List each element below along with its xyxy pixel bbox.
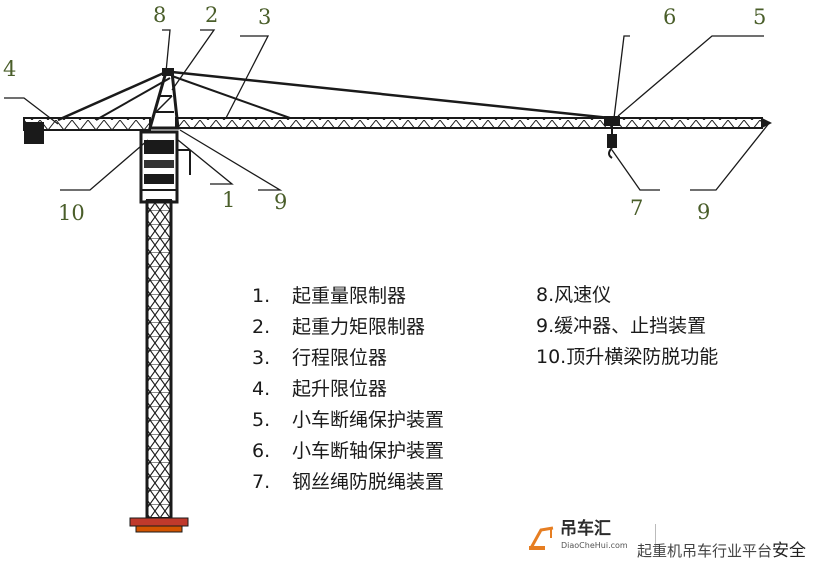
legend-item-number: 1.	[252, 285, 271, 307]
watermark-tagline: 起重机吊车行业平台安全	[637, 536, 806, 561]
mast	[145, 199, 173, 519]
watermark-divider	[655, 524, 656, 552]
legend-item: 10.顶升横梁防脱功能	[536, 342, 718, 373]
callout-number-2-top: 2	[205, 3, 219, 27]
legend-item-label: 起重量限制器	[292, 285, 407, 307]
callout-number-6-top: 6	[663, 5, 677, 29]
watermark-url: DiaoCheHui.com	[561, 541, 628, 550]
callout-number-3-top: 3	[258, 5, 272, 29]
legend-left-column: 1. 起重量限制器 2. 起重力矩限制器 3. 行程限位器 4. 起升限位器 5. 小车断…	[252, 281, 444, 498]
legend-item: 3. 行程限位器	[252, 343, 444, 374]
callout-number-7-bottom: 7	[630, 196, 644, 220]
legend-item-label: 行程限位器	[292, 347, 388, 369]
climbing-frame	[139, 130, 191, 204]
legend-item-number: 3.	[252, 347, 271, 369]
legend-item-label: 小车断绳保护装置	[292, 409, 445, 431]
callout-number-5-top: 5	[753, 5, 767, 29]
legend-item-label: 起重力矩限制器	[292, 316, 426, 338]
crane-logo-icon	[529, 526, 554, 550]
watermark: 吊车汇 DiaoCheHui.com 起重机吊车行业平台安全	[527, 518, 817, 561]
legend-item-label: 顶升横梁防脱功能	[566, 346, 719, 368]
legend-item: 5. 小车断绳保护装置	[252, 405, 444, 436]
callout-number-1-bottom: 1	[222, 188, 236, 212]
legend-item-label: 小车断轴保护装置	[292, 440, 445, 462]
trolley	[604, 116, 620, 159]
legend-item: 2. 起重力矩限制器	[252, 312, 444, 343]
mast-base	[129, 517, 189, 533]
legend-item: 7. 钢丝绳防脱绳装置	[252, 467, 444, 498]
legend-item-label: 钢丝绳防脱绳装置	[292, 471, 445, 493]
main-jib	[175, 117, 772, 129]
legend-item-label: 缓冲器、止挡装置	[554, 315, 707, 337]
watermark-brand: 吊车汇	[560, 519, 611, 539]
legend-item: 9.缓冲器、止挡装置	[536, 311, 718, 342]
legend-item: 6. 小车断轴保护装置	[252, 436, 444, 467]
watermark-overlay-text: 安全	[772, 541, 807, 561]
callout-number-9-right: 9	[697, 200, 711, 224]
legend-item-number: 7.	[252, 471, 271, 493]
callout-number-8-top: 8	[153, 3, 167, 27]
legend-item-number: 6.	[252, 440, 271, 462]
legend-item-number: 9.	[536, 315, 555, 337]
legend-item: 8.风速仪	[536, 280, 718, 311]
legend-item-number: 5.	[252, 409, 271, 431]
callout-number-10-bottom: 10	[58, 201, 85, 225]
watermark-tagline-text: 起重机吊车行业平台	[637, 542, 773, 560]
legend-item-number: 8.	[536, 284, 555, 306]
legend-item-number: 2.	[252, 316, 271, 338]
counter-jib	[23, 70, 171, 144]
legend-item-number: 4.	[252, 378, 271, 400]
callout-number-4-left: 4	[3, 57, 17, 81]
legend-item-label: 风速仪	[554, 284, 612, 306]
callout-number-9-left: 9	[274, 190, 288, 214]
legend-item-number: 10.	[536, 346, 567, 368]
legend-item: 4. 起升限位器	[252, 374, 444, 405]
legend-right-column: 8.风速仪 9.缓冲器、止挡装置 10.顶升横梁防脱功能	[536, 280, 718, 373]
legend-item: 1. 起重量限制器	[252, 281, 444, 312]
legend-item-label: 起升限位器	[292, 378, 388, 400]
leader-lines	[4, 29, 771, 191]
